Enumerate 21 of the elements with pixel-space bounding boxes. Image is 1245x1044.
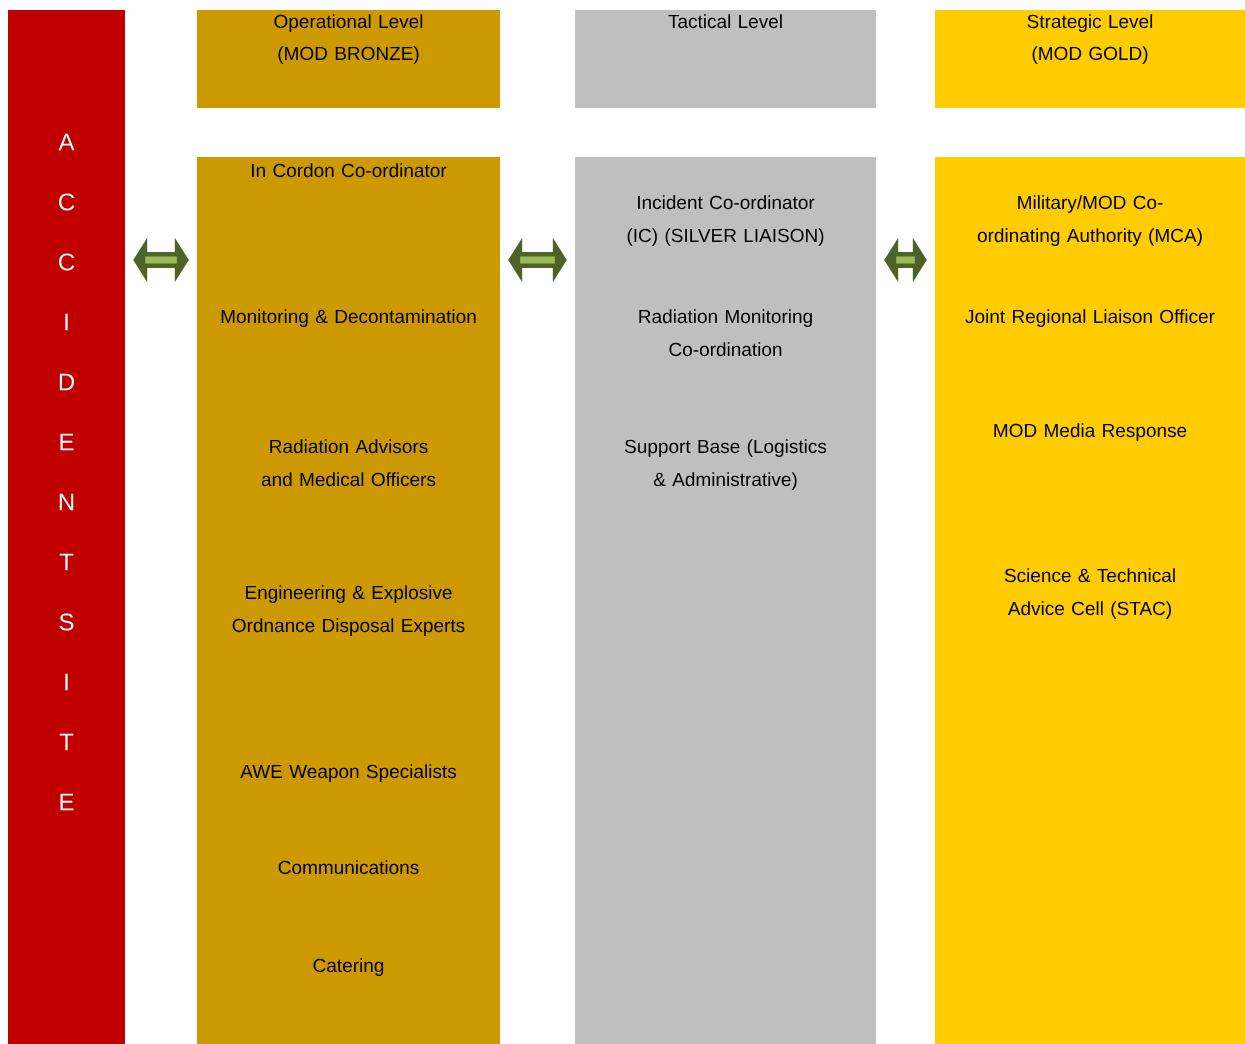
role-label: Radiation Monitoring Co-ordination [639,309,812,357]
role-label: MOD Media Response [994,423,1187,441]
role-label: Monitoring & Decontamination [221,309,476,327]
level-header: Operational Level (MOD BRONZE) [197,10,500,108]
role-label: In Cordon Co-ordinator [252,163,447,178]
role-label: Support Base (Logistics & Administrative) [625,439,827,490]
double-arrow [133,237,189,283]
role-label: Joint Regional Liaison Officer [965,309,1215,327]
role-label: Incident Co-ordinator (IC) (SILVER LIAISON) [627,195,824,246]
role-label: Radiation Advisors and Medical Officers [261,439,436,487]
level-header: Tactical Level [575,10,876,108]
role-label: Communications [278,860,419,875]
role-label: AWE Weapon Specialists [240,764,457,782]
site-bar: A C C I D E N T S I T E [8,10,125,1044]
role-label: Military/MOD Co-ordinating Authority (MCA) [977,195,1202,246]
level-header: Strategic Level (MOD GOLD) [935,10,1245,108]
role-label: Catering [313,958,384,976]
role-label: Engineering & Explosive Ordnance Disposal Experts [232,585,465,636]
role-label: Science & Technical Advice Cell (STAC) [1004,568,1175,619]
double-arrow [884,237,927,283]
double-arrow [508,237,567,283]
